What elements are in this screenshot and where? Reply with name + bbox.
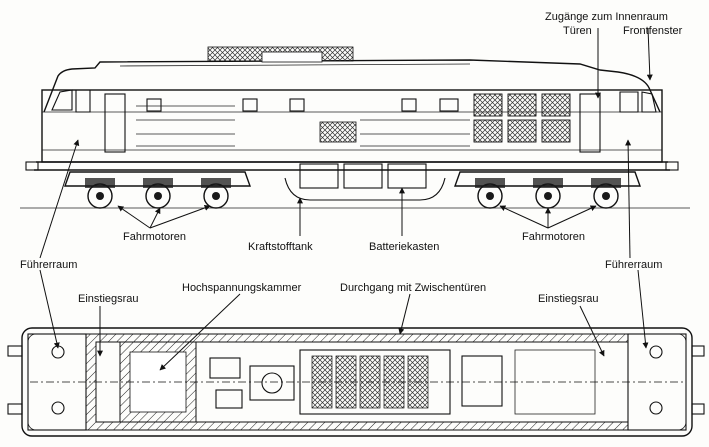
fuel-tank-box — [343, 163, 383, 189]
label-batteriekasten: Batteriekasten — [369, 241, 439, 253]
buffer-right — [665, 161, 679, 171]
label-kraftstofftank: Kraftstofftank — [248, 241, 313, 253]
bogie-right — [454, 171, 641, 209]
label-fuehrerraum-right: Führerraum — [605, 259, 662, 271]
side-view — [20, 46, 690, 209]
cab-window-left-1 — [51, 89, 73, 111]
side-window — [242, 98, 258, 112]
leader-lines — [39, 27, 653, 371]
frame-outline — [21, 327, 693, 437]
label-frontfenster: Frontfenster — [623, 25, 683, 37]
side-window — [289, 98, 305, 112]
door-left — [104, 93, 126, 153]
plan-view — [7, 327, 705, 437]
bogie-left — [64, 171, 251, 209]
tank-outline — [284, 177, 446, 201]
label-einstiegsraum-left: Einstiegsrau — [78, 293, 139, 305]
side-window — [401, 98, 417, 112]
label-fuehrerraum-left: Führerraum — [20, 259, 77, 271]
battery-box — [387, 163, 427, 189]
door-right — [579, 93, 601, 153]
label-einstiegsraum-right: Einstiegsrau — [538, 293, 599, 305]
grille-small — [319, 121, 357, 143]
label-zugaenge: Zugänge zum Innenraum — [545, 11, 668, 23]
labels: Zugänge zum Innenraum Türen Frontfenster… — [20, 11, 683, 305]
roof-outline — [43, 59, 661, 113]
roof-box — [261, 51, 323, 63]
label-fahrmotoren-left: Fahrmotoren — [123, 231, 186, 243]
cab-window-right-1 — [619, 91, 639, 113]
side-louvres — [136, 105, 470, 147]
cab-window-right-2 — [641, 91, 657, 113]
corridor-walls — [85, 333, 629, 431]
label-tueren: Türen — [563, 25, 592, 37]
buffer-left — [25, 161, 39, 171]
side-window — [439, 98, 459, 112]
label-durchgang: Durchgang mit Zwischentüren — [340, 282, 486, 294]
cab-window-left-2 — [75, 89, 91, 113]
fuel-tank-box — [299, 163, 339, 189]
side-window — [146, 98, 162, 112]
label-hochspannungskammer: Hochspannungskammer — [182, 282, 302, 294]
label-fahrmotoren-right: Fahrmotoren — [522, 231, 585, 243]
radiator-grilles — [473, 93, 571, 143]
